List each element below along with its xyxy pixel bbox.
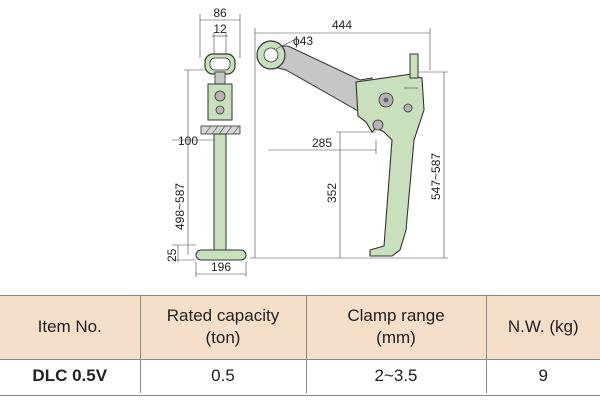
side-view: 86 12 100 498~587 bbox=[165, 6, 247, 277]
dim-side-eye: 12 bbox=[213, 22, 227, 36]
cell-rated-capacity: 0.5 bbox=[140, 359, 307, 393]
header-item-no-label: Item No. bbox=[37, 317, 102, 337]
header-clamp-range: Clamp range (mm) bbox=[306, 296, 487, 360]
dim-front-reach: 285 bbox=[312, 136, 332, 150]
side-jaw bbox=[213, 133, 227, 253]
dim-side-foot-height: 25 bbox=[165, 248, 179, 262]
front-view: 444 ϕ43 285 352 547~587 bbox=[250, 18, 448, 259]
dim-side-width: 86 bbox=[213, 6, 227, 20]
dim-front-width: 444 bbox=[332, 18, 352, 32]
table-bottom-rule bbox=[0, 395, 600, 396]
header-item-no: Item No. bbox=[0, 296, 141, 360]
cell-item-no: DLC 0.5V bbox=[0, 359, 141, 393]
side-foot bbox=[195, 249, 247, 261]
header-rated-capacity-label: Rated capacity (ton) bbox=[166, 306, 280, 348]
dim-front-height: 547~587 bbox=[429, 153, 443, 200]
front-clamp-body bbox=[355, 54, 425, 257]
spec-table: Item No. Rated capacity (ton) Clamp rang… bbox=[0, 296, 600, 393]
cell-clamp-range: 2~3.5 bbox=[306, 359, 487, 393]
header-net-weight-label: N.W. (kg) bbox=[507, 317, 579, 337]
dim-side-foot-width: 196 bbox=[211, 260, 231, 274]
header-clamp-range-label: Clamp range (mm) bbox=[347, 306, 445, 348]
header-rated-capacity: Rated capacity (ton) bbox=[140, 296, 307, 360]
header-net-weight: N.W. (kg) bbox=[486, 296, 600, 360]
front-handle bbox=[409, 53, 419, 79]
table-row: DLC 0.5V 0.5 2~3.5 9 bbox=[0, 359, 600, 393]
dim-front-hole: ϕ43 bbox=[293, 34, 313, 48]
side-clamp-body bbox=[207, 83, 233, 121]
table-top-rule bbox=[0, 295, 600, 296]
table-header-row: Item No. Rated capacity (ton) Clamp rang… bbox=[0, 296, 600, 360]
dim-front-depth: 352 bbox=[325, 183, 339, 203]
cell-net-weight: 9 bbox=[538, 366, 548, 386]
dim-side-height: 498~587 bbox=[173, 183, 187, 230]
technical-drawing: 86 12 100 498~587 bbox=[165, 6, 448, 277]
